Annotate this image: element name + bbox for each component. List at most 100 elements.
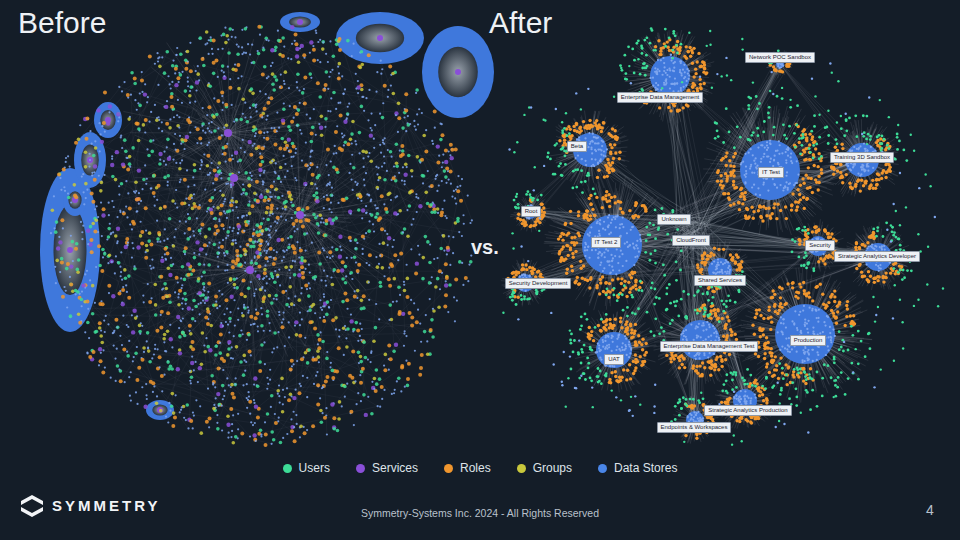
entity-dot — [299, 312, 301, 314]
entity-dot — [272, 438, 276, 442]
entity-dot — [389, 357, 393, 361]
entity-dot — [287, 237, 289, 239]
entity-dot — [276, 207, 278, 209]
entity-dot — [264, 290, 266, 292]
entity-dot — [265, 275, 267, 277]
entity-dot — [303, 232, 307, 236]
entity-dot — [298, 334, 302, 338]
link-line — [368, 118, 399, 156]
entity-dot — [157, 84, 159, 86]
entity-dot — [263, 271, 267, 275]
entity-dot — [60, 218, 64, 222]
entity-dot — [249, 172, 251, 174]
entity-dot — [314, 216, 318, 220]
entity-dot — [281, 410, 285, 414]
entity-dot — [288, 150, 290, 152]
entity-dot — [300, 292, 302, 294]
entity-dot — [329, 257, 331, 259]
entity-dot — [393, 392, 395, 394]
entity-dot — [401, 126, 405, 130]
entity-dot — [308, 264, 310, 266]
entity-dot — [206, 154, 210, 158]
entity-dot — [330, 97, 332, 99]
entity-dot — [243, 359, 245, 361]
datastore-blob — [40, 12, 494, 420]
entity-dot — [322, 319, 326, 323]
entity-dot — [179, 411, 181, 413]
entity-dot — [153, 195, 155, 197]
link-line — [115, 273, 153, 383]
entity-dot — [362, 157, 364, 159]
entity-dot — [334, 145, 336, 147]
link-line — [302, 359, 318, 386]
entity-dot — [449, 143, 453, 147]
entity-dot — [206, 144, 208, 146]
entity-dot — [338, 400, 342, 404]
entity-dot — [204, 132, 206, 134]
entity-dot — [107, 323, 109, 325]
entity-dot — [211, 48, 213, 50]
entity-dot — [118, 86, 120, 88]
entity-dot — [320, 306, 322, 308]
entity-dot — [360, 299, 364, 303]
entity-dot — [58, 240, 62, 244]
entity-dot — [237, 46, 239, 48]
entity-dot — [270, 225, 272, 227]
entity-dot — [414, 350, 416, 352]
entity-dot — [205, 43, 207, 45]
entity-dot — [310, 182, 314, 186]
entity-dot — [174, 72, 176, 74]
entity-dot — [190, 376, 194, 380]
entity-dot — [279, 86, 281, 88]
entity-dot — [444, 175, 448, 179]
entity-dot — [296, 81, 298, 83]
entity-dot — [446, 253, 448, 255]
entity-dot — [227, 51, 231, 55]
entity-dot — [301, 287, 303, 289]
entity-dot — [323, 296, 325, 298]
entity-dot — [153, 283, 157, 287]
link-line — [380, 218, 459, 232]
entity-dot — [294, 219, 298, 223]
entity-dot — [226, 230, 230, 234]
entity-dot — [223, 313, 225, 315]
entity-dot — [78, 321, 82, 325]
entity-dot — [303, 75, 307, 79]
entity-dot — [132, 360, 134, 362]
entity-dot — [255, 311, 259, 315]
entity-dot — [51, 208, 55, 212]
entity-dot — [244, 102, 246, 104]
entity-dot — [361, 328, 363, 330]
entity-dot — [237, 87, 241, 91]
entity-dot — [326, 194, 328, 196]
entity-dot — [369, 160, 373, 164]
entity-dot — [397, 102, 401, 106]
entity-dot — [347, 106, 349, 108]
entity-dot — [175, 162, 177, 164]
entity-dot — [246, 339, 248, 341]
entity-dot — [114, 272, 116, 274]
entity-dot — [295, 54, 299, 58]
entity-dot — [357, 92, 359, 94]
entity-dot — [100, 133, 102, 135]
entity-dot — [178, 293, 180, 295]
entity-dot — [446, 217, 448, 219]
entity-dot — [217, 266, 219, 268]
entity-dot — [122, 347, 126, 351]
entity-dot — [240, 432, 244, 436]
entity-dot — [338, 235, 342, 239]
entity-dot — [273, 143, 277, 147]
entity-dot — [175, 276, 179, 280]
entity-dot — [309, 40, 313, 44]
entity-dot — [248, 309, 250, 311]
entity-dot — [329, 181, 331, 183]
entity-dot — [88, 355, 92, 359]
entity-dot — [282, 403, 284, 405]
entity-dot — [353, 43, 355, 45]
entity-dot — [237, 307, 239, 309]
entity-dot — [157, 60, 159, 62]
entity-dot — [142, 178, 146, 182]
link-line — [416, 194, 453, 253]
entity-dot — [377, 207, 379, 209]
entity-dot — [266, 189, 270, 193]
